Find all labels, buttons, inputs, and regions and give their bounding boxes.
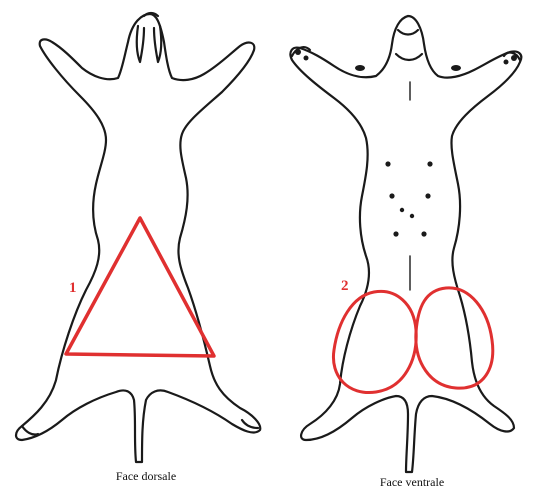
- dorsal-paw-left: [22, 426, 38, 435]
- ventral-nipples: [385, 161, 432, 236]
- dorsal-ear-right: [154, 26, 161, 62]
- dorsal-ear-left: [137, 26, 144, 62]
- dorsal-view: [16, 13, 260, 462]
- nipple: [385, 161, 390, 166]
- dorsal-zone-marker: 1: [69, 280, 77, 296]
- nipple: [421, 231, 426, 236]
- dorsal-paw-right: [242, 420, 258, 428]
- dorsal-body-outline: [16, 14, 260, 462]
- ventral-eye-right: [451, 65, 461, 71]
- ventral-snout: [398, 30, 418, 35]
- nipple: [427, 161, 432, 166]
- paw-pad: [504, 60, 509, 65]
- nipple: [425, 193, 430, 198]
- ventral-view: [290, 16, 521, 472]
- ventral-eye-left: [355, 65, 365, 71]
- ventral-injection-zone-right: [416, 288, 493, 388]
- paw-pad: [511, 55, 517, 61]
- nipple: [389, 193, 394, 198]
- nipple: [400, 208, 404, 212]
- ventral-caption: Face ventrale: [380, 475, 444, 489]
- paw-pad: [295, 49, 301, 55]
- dorsal-caption: Face dorsale: [116, 469, 176, 483]
- nipple: [393, 231, 398, 236]
- ventral-zone-marker: 2: [341, 278, 349, 294]
- ventral-injection-zone-left: [333, 291, 416, 392]
- ventral-jaw: [396, 54, 422, 60]
- ventral-body-outline: [290, 16, 521, 472]
- nipple: [410, 214, 414, 218]
- paw-pad: [304, 56, 309, 61]
